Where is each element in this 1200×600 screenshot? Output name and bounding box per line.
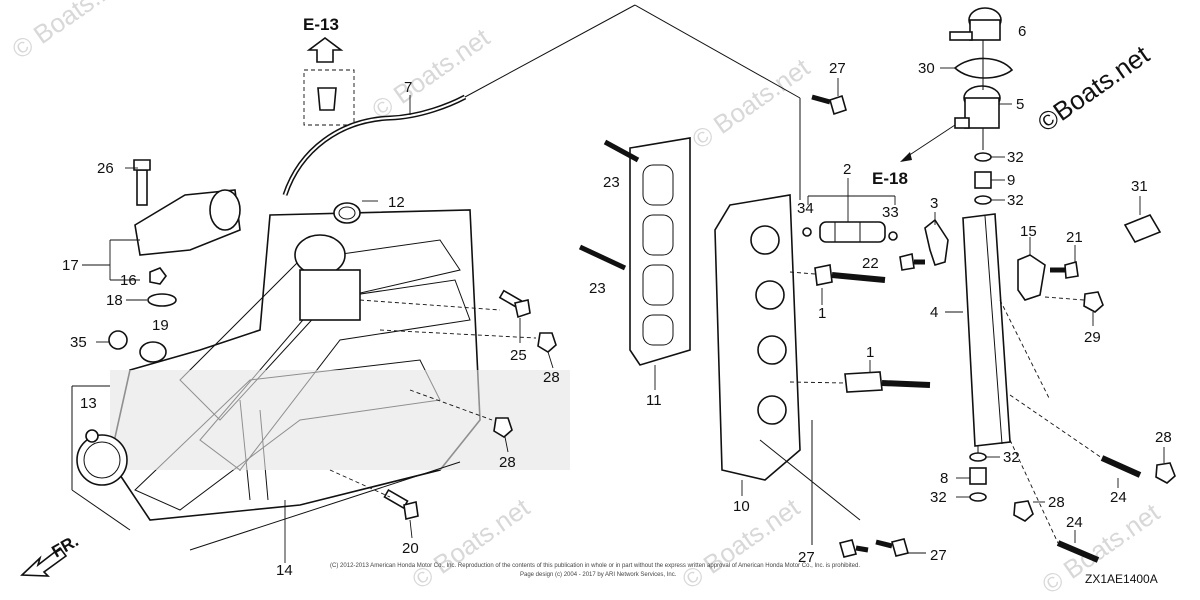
label-31: 31 xyxy=(1131,178,1148,195)
label-8: 8 xyxy=(940,470,948,487)
label-18: 18 xyxy=(106,292,123,309)
label-32: 32 xyxy=(1003,449,1020,466)
fuel-rail-base-10[interactable] xyxy=(714,194,801,481)
watermark: © Boats.net xyxy=(686,52,815,155)
label-17: 17 xyxy=(62,257,79,274)
clip-30 xyxy=(953,57,1014,79)
stud-24[interactable] xyxy=(1056,540,1100,563)
part-labels: 1 1 2 3 4 5 6 7 8 9 10 11 12 13 14 15 16… xyxy=(62,23,1172,579)
nut-28 xyxy=(537,332,557,353)
label-23: 23 xyxy=(603,174,620,191)
bolt-1[interactable] xyxy=(814,264,886,286)
label-28: 28 xyxy=(1048,494,1065,511)
stud-23[interactable] xyxy=(578,244,627,271)
label-28: 28 xyxy=(1155,429,1172,446)
nut-29 xyxy=(1083,291,1104,313)
nut-28 xyxy=(493,417,513,438)
bolt-27[interactable] xyxy=(811,94,847,116)
label-22: 22 xyxy=(862,255,879,272)
o-ring-32 xyxy=(974,195,992,205)
label-14: 14 xyxy=(276,562,293,579)
label-16: 16 xyxy=(120,272,137,289)
stud-24[interactable] xyxy=(1100,455,1142,478)
idle-air-valve[interactable] xyxy=(133,159,241,256)
label-32: 32 xyxy=(930,489,947,506)
label-1: 1 xyxy=(866,344,874,361)
brand-logo: ©Boats.net xyxy=(1032,39,1156,138)
bracket-3 xyxy=(924,218,949,266)
label-7: 7 xyxy=(404,79,412,96)
seal-33 xyxy=(888,231,898,241)
diagram-code: ZX1AE1400A xyxy=(1085,572,1158,586)
label-1: 1 xyxy=(818,305,826,322)
damper-5[interactable] xyxy=(954,85,1001,129)
label-24: 24 xyxy=(1066,514,1083,531)
label-2: 2 xyxy=(843,161,851,178)
label-27: 27 xyxy=(829,60,846,77)
injector-2[interactable] xyxy=(819,221,886,243)
label-10: 10 xyxy=(733,498,750,515)
label-4: 4 xyxy=(930,304,938,321)
stud-23[interactable] xyxy=(603,139,640,163)
o-ring-32 xyxy=(969,452,987,462)
holder-8 xyxy=(969,467,987,485)
label-21: 21 xyxy=(1066,229,1083,246)
bolt-25[interactable] xyxy=(498,289,531,319)
label-35: 35 xyxy=(70,334,87,351)
bolt-27[interactable] xyxy=(839,539,869,558)
label-12: 12 xyxy=(388,194,405,211)
nut-28 xyxy=(1013,500,1034,522)
pressure-regulator-6[interactable] xyxy=(949,7,1002,41)
o-ring-32 xyxy=(969,492,987,502)
o-ring-34 xyxy=(802,227,812,237)
o-ring-12 xyxy=(333,202,361,224)
label-32: 32 xyxy=(1007,192,1024,209)
bolt-27[interactable] xyxy=(875,538,909,557)
front-arrow: FR. xyxy=(20,531,82,577)
o-ring-32 xyxy=(974,152,992,162)
bolt-1[interactable] xyxy=(844,371,931,393)
watermark: © Boats.net xyxy=(406,492,535,595)
e13-reference[interactable]: E-13 xyxy=(303,15,355,126)
label-25: 25 xyxy=(510,347,527,364)
label-23: 23 xyxy=(589,280,606,297)
label-28: 28 xyxy=(543,369,560,386)
holder-9 xyxy=(974,171,992,189)
e13-label: E-13 xyxy=(303,15,339,34)
label-20: 20 xyxy=(402,540,419,557)
label-33: 33 xyxy=(882,204,899,221)
bracket-15 xyxy=(1017,254,1046,301)
gasket-11[interactable] xyxy=(629,137,691,366)
label-24: 24 xyxy=(1110,489,1127,506)
bolt-22 xyxy=(899,253,915,271)
watermark: © Boats.net xyxy=(6,0,135,65)
e18-label: E-18 xyxy=(872,169,908,188)
label-11: 11 xyxy=(646,392,662,409)
label-28: 28 xyxy=(499,454,516,471)
copyright-line-1: (C) 2012-2013 American Honda Motor Co., … xyxy=(330,563,860,569)
label-5: 5 xyxy=(1016,96,1024,113)
label-34: 34 xyxy=(797,200,814,217)
label-15: 15 xyxy=(1020,223,1037,240)
label-6: 6 xyxy=(1018,23,1026,40)
bolt-20[interactable] xyxy=(383,488,419,520)
up-arrow-icon xyxy=(306,37,344,63)
nut-28 xyxy=(1155,462,1176,484)
label-3: 3 xyxy=(930,195,938,212)
front-arrow-icon xyxy=(20,546,68,577)
label-29: 29 xyxy=(1084,329,1101,346)
label-27: 27 xyxy=(930,547,947,564)
label-13: 13 xyxy=(80,395,97,412)
fuel-rail-4[interactable] xyxy=(962,213,1011,447)
label-32: 32 xyxy=(1007,149,1024,166)
label-26: 26 xyxy=(97,160,114,177)
label-27: 27 xyxy=(798,549,815,566)
label-9: 9 xyxy=(1007,172,1015,189)
copyright-line-2: Page design (c) 2004 - 2017 by ARI Netwo… xyxy=(520,572,677,578)
label-19: 19 xyxy=(152,317,169,334)
bolt-21 xyxy=(1064,260,1079,279)
label-30: 30 xyxy=(918,60,935,77)
clip-31 xyxy=(1123,214,1162,243)
